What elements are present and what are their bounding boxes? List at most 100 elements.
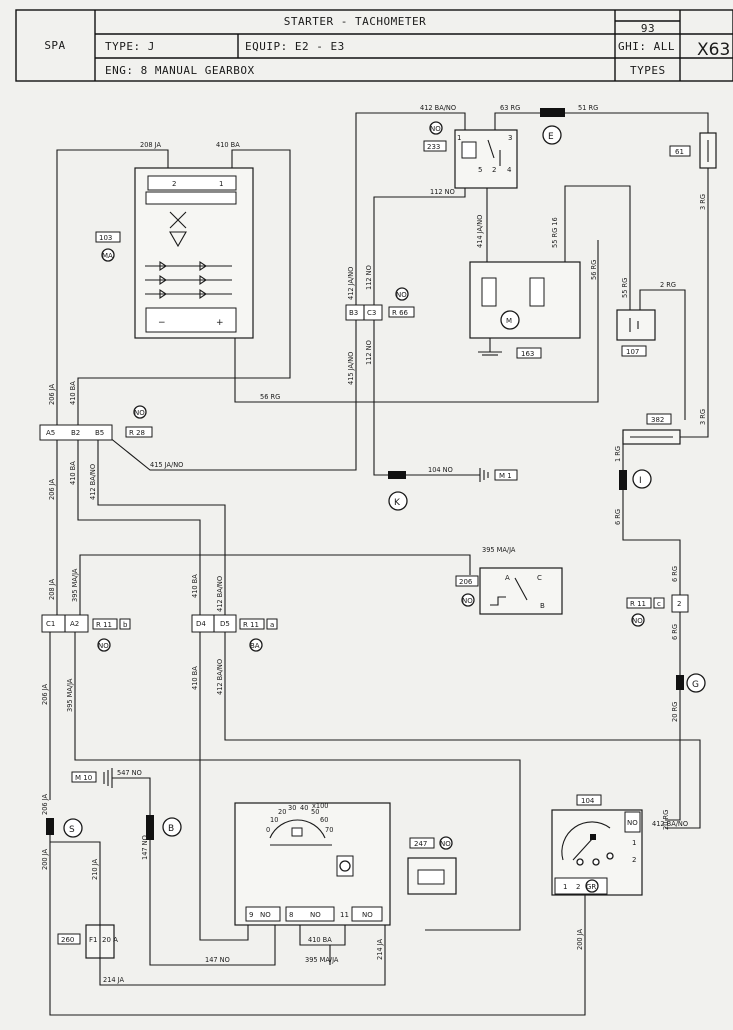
gauge-104: 104 NO 1 2 1 2 GR — [551, 794, 643, 896]
svg-text:11: 11 — [340, 911, 349, 919]
svg-text:A: A — [505, 574, 510, 582]
svg-text:NO: NO — [362, 911, 373, 919]
svg-text:I: I — [639, 476, 642, 486]
svg-text:S: S — [69, 825, 75, 835]
svg-text:D4: D4 — [196, 620, 206, 628]
svg-text:20 RG: 20 RG — [662, 810, 670, 830]
svg-text:8: 8 — [289, 911, 293, 919]
svg-text:410 BA: 410 BA — [216, 141, 240, 149]
warning-lamp-247: 247 NO — [407, 836, 457, 895]
svg-text:56 RG: 56 RG — [260, 393, 280, 401]
svg-text:3 RG: 3 RG — [699, 409, 707, 425]
label-m1: M 1 — [499, 472, 512, 480]
types-label: TYPES — [630, 64, 666, 77]
svg-text:20 RG: 20 RG — [671, 702, 679, 722]
svg-text:147 NO: 147 NO — [205, 956, 230, 964]
svg-text:206 JA: 206 JA — [48, 478, 56, 500]
label-m10: M 10 — [75, 774, 92, 782]
svg-text:1: 1 — [457, 134, 461, 142]
svg-text:147 NO: 147 NO — [141, 835, 149, 860]
svg-text:208 JA: 208 JA — [140, 141, 162, 149]
label-107: 107 — [626, 348, 639, 356]
page-number: 93 — [641, 22, 655, 35]
engine-gearbox: ENG: 8 MANUAL GEARBOX — [105, 64, 255, 77]
svg-text:415 JA/NO: 415 JA/NO — [150, 461, 183, 469]
svg-text:GR: GR — [586, 883, 596, 891]
svg-text:415 JA/NO: 415 JA/NO — [347, 352, 355, 385]
svg-text:2: 2 — [492, 166, 496, 174]
label-103: 103 — [99, 234, 112, 242]
svg-text:NO: NO — [134, 409, 145, 417]
svg-text:206 JA: 206 JA — [41, 683, 49, 705]
svg-text:412 BA/NO: 412 BA/NO — [216, 576, 224, 612]
label-104: 104 — [581, 797, 595, 805]
svg-text:410 BA: 410 BA — [69, 381, 77, 405]
svg-text:0: 0 — [266, 826, 270, 834]
svg-text:112 NO: 112 NO — [365, 340, 373, 365]
starter-relay-233: 3 1 5 2 4 233 NO — [423, 121, 518, 189]
svg-text:104 NO: 104 NO — [428, 466, 453, 474]
svg-text:412 BA/NO: 412 BA/NO — [652, 820, 688, 828]
svg-text:B2: B2 — [71, 429, 80, 437]
label-163: 163 — [521, 350, 534, 358]
svg-text:2 RG: 2 RG — [660, 281, 676, 289]
svg-text:55 RG 16: 55 RG 16 — [551, 217, 559, 248]
vehicle-type: TYPE: J — [105, 40, 155, 53]
wires — [49, 112, 709, 1016]
svg-text:9: 9 — [249, 911, 253, 919]
svg-text:395 MA/JA: 395 MA/JA — [482, 546, 516, 554]
connector-r11-b: C1 A2 R 11 b NO — [41, 614, 131, 652]
label-r11-c: R 11 — [630, 600, 646, 608]
svg-text:1: 1 — [219, 180, 223, 188]
svg-text:F1: F1 — [89, 936, 97, 944]
fuse-61: 61 — [669, 132, 717, 169]
svg-text:C3: C3 — [367, 309, 376, 317]
svg-text:c: c — [657, 600, 661, 608]
svg-text:NO: NO — [440, 840, 451, 848]
svg-text:A2: A2 — [70, 620, 79, 628]
svg-text:NO: NO — [260, 911, 271, 919]
svg-text:214 JA: 214 JA — [376, 938, 384, 960]
svg-text:MA: MA — [102, 252, 113, 260]
svg-text:4: 4 — [507, 166, 512, 174]
svg-text:412 BA/NO: 412 BA/NO — [89, 464, 97, 500]
svg-text:M: M — [506, 317, 512, 325]
svg-text:C: C — [537, 574, 542, 582]
svg-text:206 JA: 206 JA — [48, 383, 56, 405]
svg-text:+: + — [216, 318, 224, 328]
svg-text:50: 50 — [311, 808, 319, 816]
svg-text:NO: NO — [627, 819, 638, 827]
svg-text:−: − — [158, 318, 166, 328]
svg-text:30: 30 — [288, 804, 296, 812]
label-r66: R 66 — [392, 309, 409, 317]
svg-text:395 MA/JA: 395 MA/JA — [305, 956, 339, 964]
svg-text:10: 10 — [270, 816, 278, 824]
ghi-all: GHI: ALL — [618, 40, 675, 53]
svg-text:414 JA/NO: 414 JA/NO — [476, 215, 484, 248]
svg-text:20: 20 — [278, 808, 286, 816]
svg-text:1 RG: 1 RG — [614, 446, 622, 462]
sheet-code: X63 — [697, 40, 730, 60]
label-260: 260 — [61, 936, 74, 944]
connector-r28: A5 B2 B5 R 28 NO — [39, 405, 153, 441]
svg-text:112 NO: 112 NO — [365, 265, 373, 290]
label-r11-a: R 11 — [243, 621, 259, 629]
svg-text:410 BA: 410 BA — [191, 574, 199, 598]
connector-g: G — [676, 673, 706, 693]
label-61: 61 — [675, 148, 684, 156]
connector-i: I — [619, 469, 652, 490]
svg-text:20 A: 20 A — [102, 936, 118, 944]
svg-text:412 BA/NO: 412 BA/NO — [420, 104, 456, 112]
svg-text:NO: NO — [462, 597, 473, 605]
label-206: 206 — [459, 578, 473, 586]
svg-text:5: 5 — [478, 166, 482, 174]
connector-b: B — [146, 815, 182, 840]
label-382: 382 — [651, 416, 664, 424]
svg-text:210 JA: 210 JA — [91, 858, 99, 880]
equipment: EQUIP: E2 - E3 — [245, 40, 345, 53]
ground-m10: M 10 — [71, 768, 113, 788]
svg-text:410 BA: 410 BA — [308, 936, 332, 944]
label-233: 233 — [427, 143, 440, 151]
svg-text:BA: BA — [250, 642, 260, 650]
